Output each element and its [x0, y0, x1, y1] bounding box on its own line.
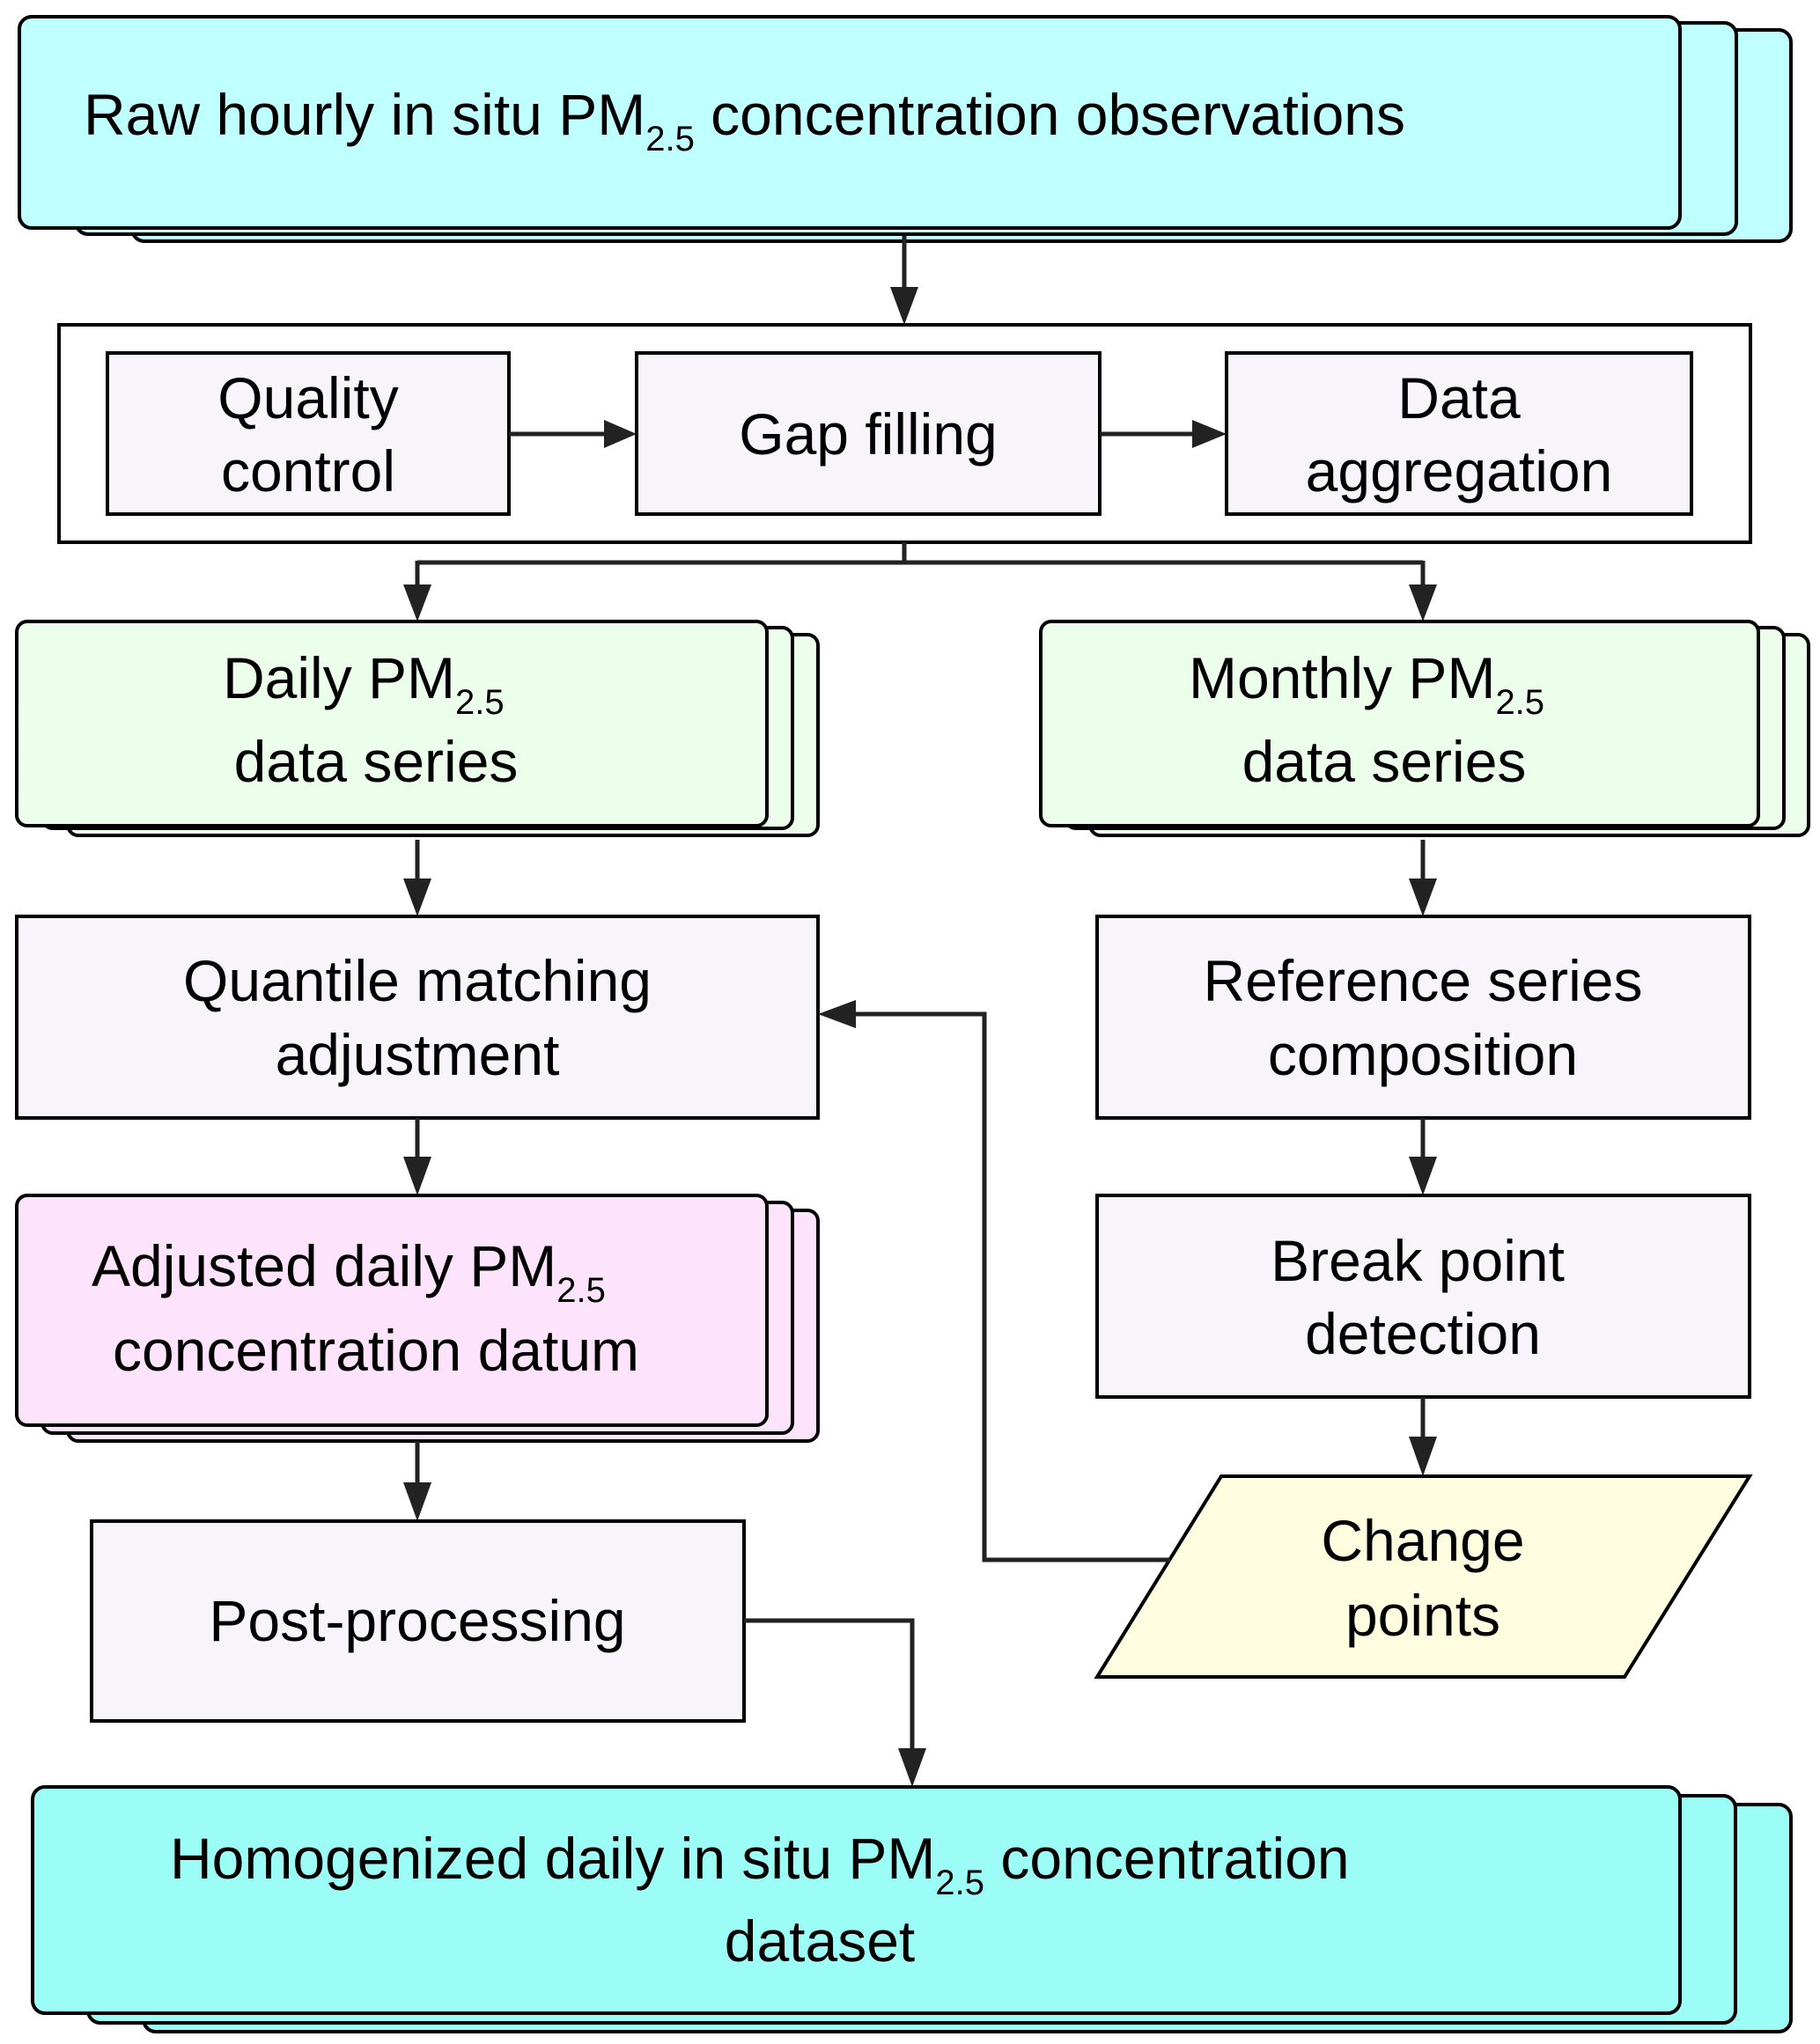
edge-gap-to-aggregation — [1100, 420, 1227, 448]
edge-qc-to-gap — [509, 420, 637, 448]
change-points-node: Change points — [1094, 1474, 1753, 1679]
edge-break-to-change — [1409, 1397, 1437, 1476]
edge-quantile-to-adjusted — [403, 1118, 431, 1195]
break-point-label-2: detection — [1305, 1301, 1541, 1366]
edge-preprocessing-split — [403, 542, 1437, 621]
reference-series-label-2: composition — [1268, 1022, 1578, 1087]
edge-post-to-homogenized — [744, 1618, 926, 1787]
reference-series-label-1: Reference series — [1204, 948, 1643, 1013]
quantile-matching-label-2: adjustment — [276, 1022, 560, 1087]
reference-series-node: Reference series composition — [1095, 915, 1751, 1120]
adjusted-daily-node: Adjusted daily PM2.5 concentration datum — [15, 1194, 820, 1443]
post-processing-label: Post-processing — [209, 1588, 625, 1653]
quality-control-label-1: Quality — [217, 365, 398, 430]
edge-adjusted-to-post — [403, 1441, 431, 1521]
data-aggregation-node: Data aggregation — [1225, 351, 1693, 516]
change-points-label-1: Change — [1321, 1508, 1524, 1573]
raw-observations-label: Raw hourly in situ PM2.5 concentration o… — [84, 82, 1405, 158]
data-aggregation-label-2: aggregation — [1306, 438, 1613, 504]
daily-series-node: Daily PM2.5 data series — [15, 620, 820, 837]
homogenized-dataset-label-2: dataset — [725, 1908, 916, 1974]
quantile-matching-label-1: Quantile matching — [183, 948, 652, 1013]
post-processing-node: Post-processing — [90, 1519, 746, 1723]
edge-daily-to-quantile — [403, 840, 431, 916]
change-points-label-2: points — [1345, 1583, 1500, 1648]
daily-series-label-2: data series — [234, 729, 519, 794]
homogenized-dataset-node: Homogenized daily in situ PM2.5 concentr… — [31, 1785, 1793, 2033]
quality-control-node: Quality control — [106, 351, 511, 516]
monthly-series-node: Monthly PM2.5 data series — [1039, 620, 1810, 837]
gap-filling-label: Gap filling — [739, 401, 998, 467]
edge-reference-to-break — [1409, 1118, 1437, 1195]
homogenized-dataset-label-1: Homogenized daily in situ PM2.5 concentr… — [170, 1826, 1350, 1902]
edge-raw-to-preprocessing — [890, 236, 918, 325]
edge-monthly-to-reference — [1409, 840, 1437, 916]
edge-change-to-quantile — [818, 1000, 1170, 1562]
quality-control-label-2: control — [221, 438, 395, 504]
break-point-node: Break point detection — [1095, 1194, 1751, 1399]
daily-series-label-1: Daily PM2.5 — [223, 645, 505, 722]
monthly-series-label-2: data series — [1242, 729, 1527, 794]
gap-filling-node: Gap filling — [635, 351, 1102, 516]
quantile-matching-node: Quantile matching adjustment — [15, 915, 820, 1120]
raw-observations-node: Raw hourly in situ PM2.5 concentration o… — [18, 15, 1793, 243]
monthly-series-label-1: Monthly PM2.5 — [1189, 645, 1544, 722]
data-aggregation-label-1: Data — [1397, 365, 1521, 430]
adjusted-daily-label-1: Adjusted daily PM2.5 — [92, 1233, 606, 1310]
adjusted-daily-label-2: concentration datum — [113, 1318, 639, 1383]
break-point-label-1: Break point — [1271, 1228, 1565, 1293]
